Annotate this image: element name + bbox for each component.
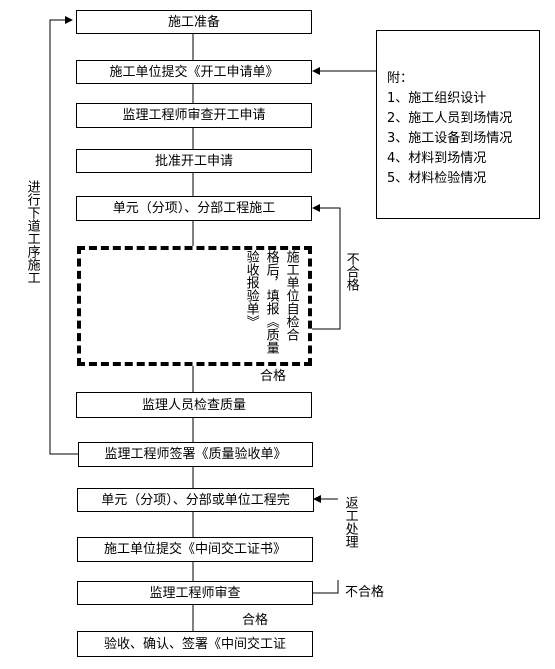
attachments-box: 附： 1、施工组织设计 2、施工人员到场情况 3、施工设备到场情况 4、材料到场… [376,30,540,219]
step-submit-interim-certificate: 施工单位提交《中间交工证书》 [77,537,313,562]
attachment-item: 3、施工设备到场情况 [387,131,513,146]
attachment-item: 5、材料检验情况 [387,171,487,186]
next-process-loop-arrow [49,16,78,455]
next-process-label: 进行下道工序施工 [24,180,40,284]
pass-label-2: 合格 [242,613,269,628]
self-check-line-3: 验收报验单》 [243,250,259,328]
step-approve-start: 批准开工申请 [76,149,312,173]
self-check-line-1: 施工单位自检合 [283,250,299,341]
attachments-title: 附： [387,71,414,86]
self-check-line-2: 格后，填报《质量 [263,250,279,354]
step-supervisor-check-quality: 监理人员检查质量 [76,392,312,418]
fail-line-2 [313,580,339,594]
step-submit-start-application: 施工单位提交《开工申请单》 [76,60,312,84]
attachment-item: 1、施工组织设计 [387,91,487,106]
step-sign-quality-acceptance: 监理工程师签署《质量验收单》 [78,442,313,467]
step-construction-prep: 施工准备 [76,10,312,34]
fail-label-2: 不合格 [345,585,385,600]
step-review-start-application: 监理工程师审查开工申请 [76,103,312,128]
step-unit-construction: 单元（分项）、分部工程施工 [76,196,312,221]
fail-loop-arrow [312,204,341,330]
step-acceptance-sign-certificate: 验收、确认、签署《中间交工证 [77,631,313,657]
rework-label: 返工处理 [342,496,358,548]
pass-label-1: 合格 [260,369,287,384]
self-check-box [77,246,312,366]
attachment-item: 2、施工人员到场情况 [387,111,513,126]
step-supervisor-review: 监理工程师审查 [77,581,313,605]
attachment-item: 4、材料到场情况 [387,151,487,166]
fail-label-1: 不合格 [343,252,359,291]
step-unit-completion: 单元（分项）、分部或单位工程完 [77,488,314,512]
